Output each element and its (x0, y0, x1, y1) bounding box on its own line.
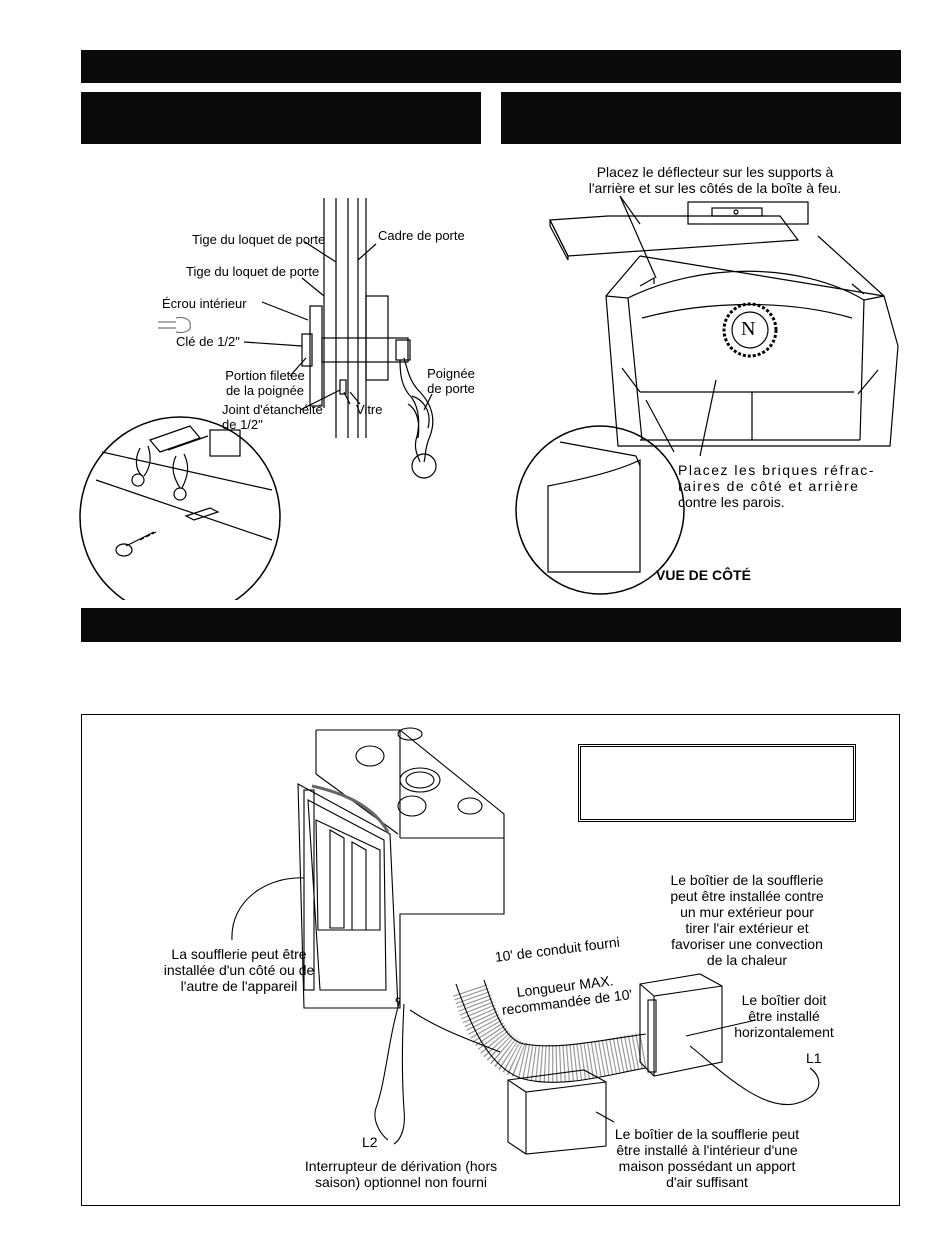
exterior-wall-line-4: tirer l'air extérieur et (685, 920, 809, 936)
interior-install-line-2: être installé à l'intérieur d'une (616, 1142, 798, 1158)
bricks-instruction-line-3: contre les parois. (678, 494, 785, 510)
blower-notice-box (578, 744, 856, 822)
blower-side-line-3: l'autre de l'appareil (180, 978, 298, 994)
exterior-wall-line-5: favoriser une convection (671, 936, 823, 952)
door-handle-section-header (81, 92, 481, 144)
interior-install-line-3: maison possédant un apport (618, 1158, 796, 1174)
horizontal-install-note: Le boîtier doit être installé horizontal… (726, 992, 842, 1040)
side-view-label: VUE DE CÔTÉ (656, 567, 751, 583)
wire-label-l2: L2 (362, 1134, 378, 1150)
bypass-switch-line-2: saison) optionnel non fourni (314, 1174, 487, 1190)
top-header-bar (81, 50, 901, 83)
horizontal-install-line-2: être installé (748, 1008, 820, 1024)
baffle-section-header (501, 92, 901, 144)
blower-side-note: La soufflerie peut être installée d'un c… (152, 946, 326, 994)
threaded-portion-label: Portion filetée de la poignée (210, 368, 320, 398)
blower-side-line-1: La soufflerie peut être (171, 946, 307, 962)
door-handle-label: Poignée de porte (426, 366, 476, 396)
door-handle-line-2: de porte (427, 381, 475, 396)
baffle-instruction-line-2: l'arrière et sur les côtés de la boîte à… (588, 180, 842, 196)
exterior-wall-note: Le boîtier de la soufflerie peut être in… (654, 872, 840, 968)
wire-label-l1: L1 (806, 1050, 822, 1066)
bricks-instruction: Placez les briques réfrac- taires de côt… (678, 462, 875, 510)
gasket-label: Joint d'étanchéité de 1/2" (222, 402, 323, 432)
exterior-wall-line-3: un mur extérieur pour (680, 904, 814, 920)
latch-rod-label-1: Tige du loquet de porte (192, 232, 326, 247)
exterior-wall-line-6: de la chaleur (706, 952, 788, 968)
horizontal-install-line-1: Le boîtier doit (741, 992, 827, 1008)
interior-install-note: Le boîtier de la soufflerie peut être in… (600, 1126, 814, 1190)
inner-nut-label: Écrou intérieur (162, 296, 247, 311)
exterior-wall-line-2: peut être installée contre (670, 888, 824, 904)
wrench-label: Clé de 1/2" (176, 334, 240, 349)
bypass-switch-note: Interrupteur de dérivation (hors saison)… (292, 1158, 510, 1190)
horizontal-install-line-3: horizontalement (734, 1024, 834, 1040)
gasket-line-2: de 1/2" (222, 417, 263, 432)
glass-label: Vitre (356, 402, 383, 417)
latch-rod-label-2: Tige du loquet de porte (186, 264, 320, 279)
door-handle-line-1: Poignée (427, 366, 475, 381)
baffle-instruction: Placez le déflecteur sur les supports à … (560, 164, 870, 196)
firebox-baffle-diagram (515, 195, 899, 595)
bricks-instruction-line-2: taires de côté et arrière (678, 478, 860, 494)
door-handle-diagram (79, 198, 437, 600)
door-frame-label: Cadre de porte (378, 228, 465, 243)
baffle-logo-letter: N (741, 318, 756, 340)
gasket-line-1: Joint d'étanchéité (222, 402, 323, 417)
bypass-switch-line-1: Interrupteur de dérivation (hors (304, 1158, 498, 1174)
threaded-portion-line-1: Portion filetée (225, 368, 305, 383)
bricks-instruction-line-1: Placez les briques réfrac- (678, 462, 875, 478)
interior-install-line-4: d'air suffisant (666, 1174, 748, 1190)
exterior-wall-line-1: Le boîtier de la soufflerie (670, 872, 824, 888)
threaded-portion-line-2: de la poignée (225, 383, 305, 398)
baffle-instruction-line-1: Placez le déflecteur sur les supports à (596, 164, 834, 180)
blower-section-header (81, 608, 901, 642)
blower-diagram-frame (81, 714, 900, 1206)
blower-side-line-2: installée d'un côté ou de (163, 962, 315, 978)
interior-install-line-1: Le boîtier de la soufflerie peut (614, 1126, 800, 1142)
